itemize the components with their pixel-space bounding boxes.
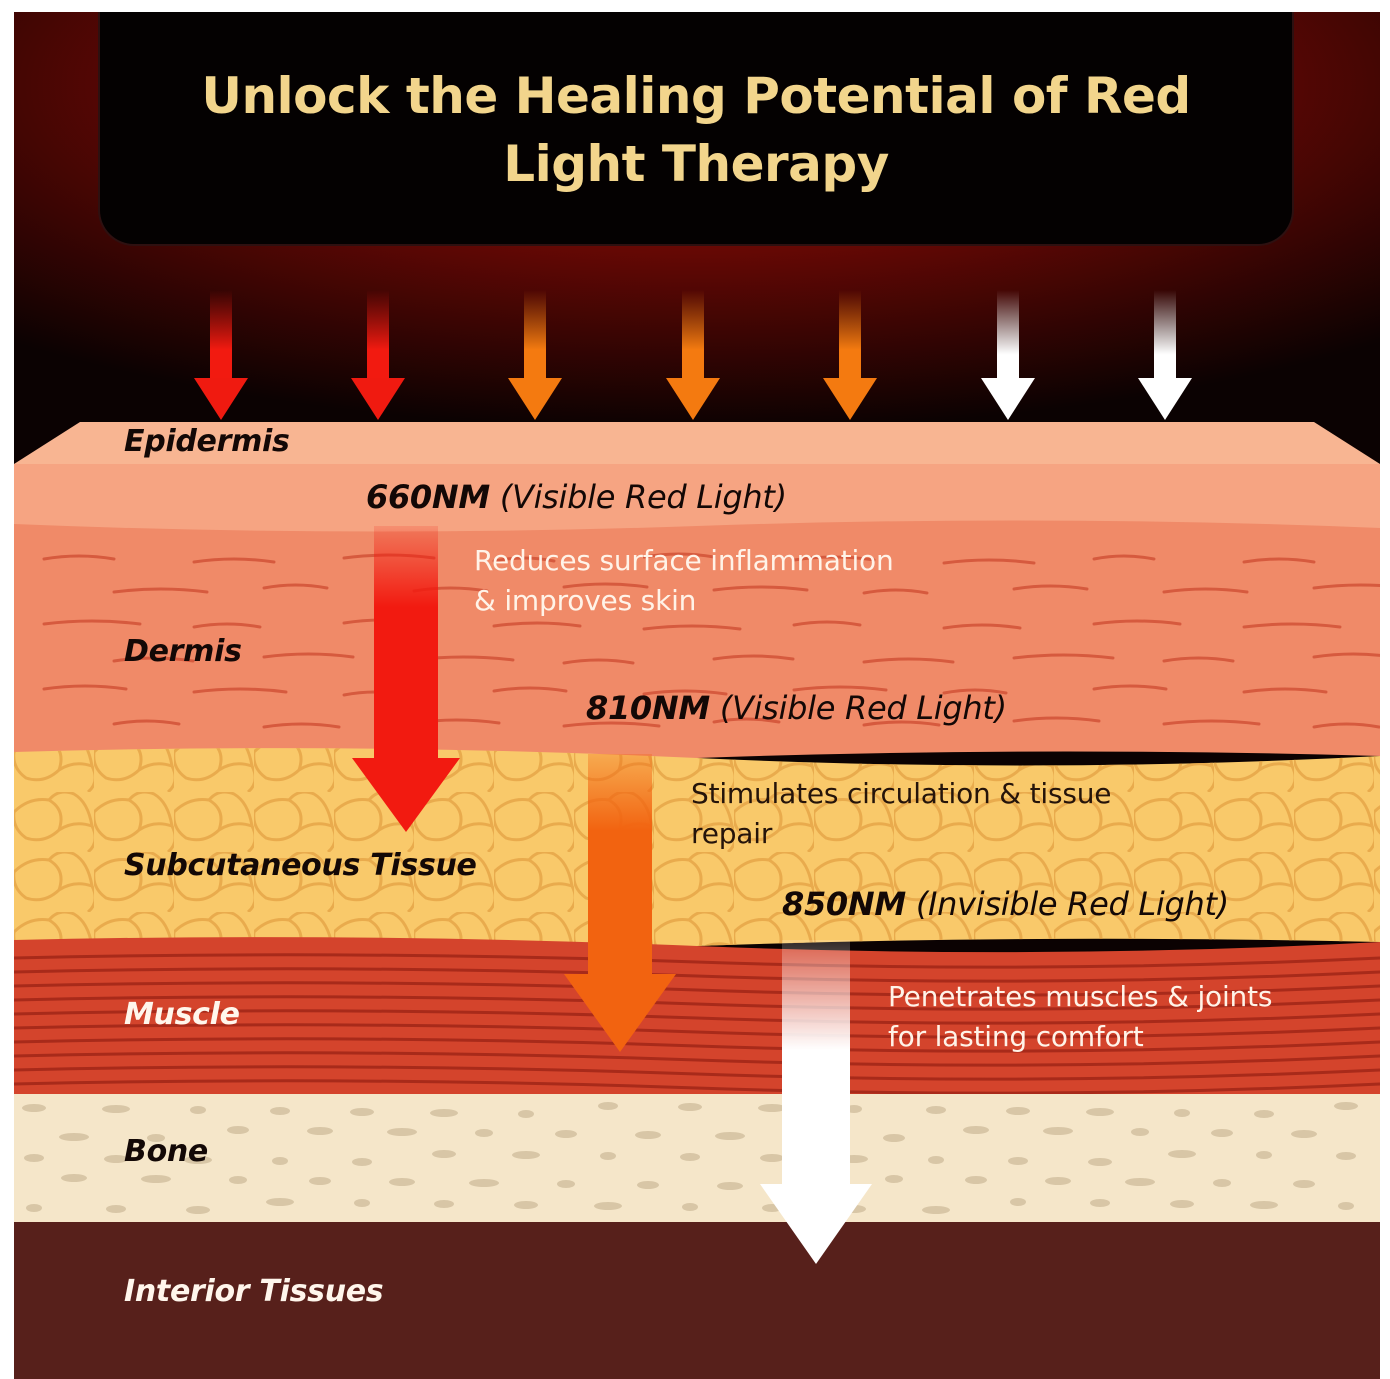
wavelength-850-benefit: Penetrates muscles & joints for lasting …: [888, 977, 1272, 1057]
wavelength-660-nm: 660NM: [366, 478, 490, 516]
wavelength-850-description: (Invisible Red Light): [916, 885, 1229, 923]
layer-label-interior: Interior Tissues: [124, 1274, 383, 1309]
wavelength-850-nm: 850NM: [782, 885, 906, 923]
wavelength-660-description: (Visible Red Light): [500, 478, 787, 516]
wavelength-810-heading: 810NM (Visible Red Light): [586, 689, 1007, 727]
benefit-850-line-1: Penetrates muscles & joints: [888, 977, 1272, 1017]
benefit-850-line-2: for lasting comfort: [888, 1017, 1272, 1057]
title-box: Unlock the Healing Potential of Red Ligh…: [98, 12, 1294, 246]
layer-label-muscle: Muscle: [124, 997, 240, 1032]
layer-label-dermis: Dermis: [124, 634, 242, 669]
wavelength-660-benefit: Reduces surface inflammation & improves …: [474, 541, 894, 621]
layer-label-subcutaneous: Subcutaneous Tissue: [124, 848, 477, 883]
wavelength-660-heading: 660NM (Visible Red Light): [366, 478, 787, 516]
benefit-660-line-1: Reduces surface inflammation: [474, 541, 894, 581]
wavelength-810-benefit: Stimulates circulation & tissue repair: [691, 774, 1111, 854]
benefit-810-line-1: Stimulates circulation & tissue: [691, 774, 1111, 814]
wavelength-850-heading: 850NM (Invisible Red Light): [782, 885, 1229, 923]
benefit-660-line-2: & improves skin: [474, 581, 894, 621]
infographic: Unlock the Healing Potential of Red Ligh…: [14, 12, 1380, 1379]
wavelength-810-nm: 810NM: [586, 689, 710, 727]
wavelength-810-description: (Visible Red Light): [720, 689, 1007, 727]
layer-label-bone: Bone: [124, 1134, 208, 1169]
layer-label-epidermis: Epidermis: [124, 424, 290, 459]
page-title: Unlock the Healing Potential of Red Ligh…: [196, 62, 1196, 198]
benefit-810-line-2: repair: [691, 814, 1111, 854]
